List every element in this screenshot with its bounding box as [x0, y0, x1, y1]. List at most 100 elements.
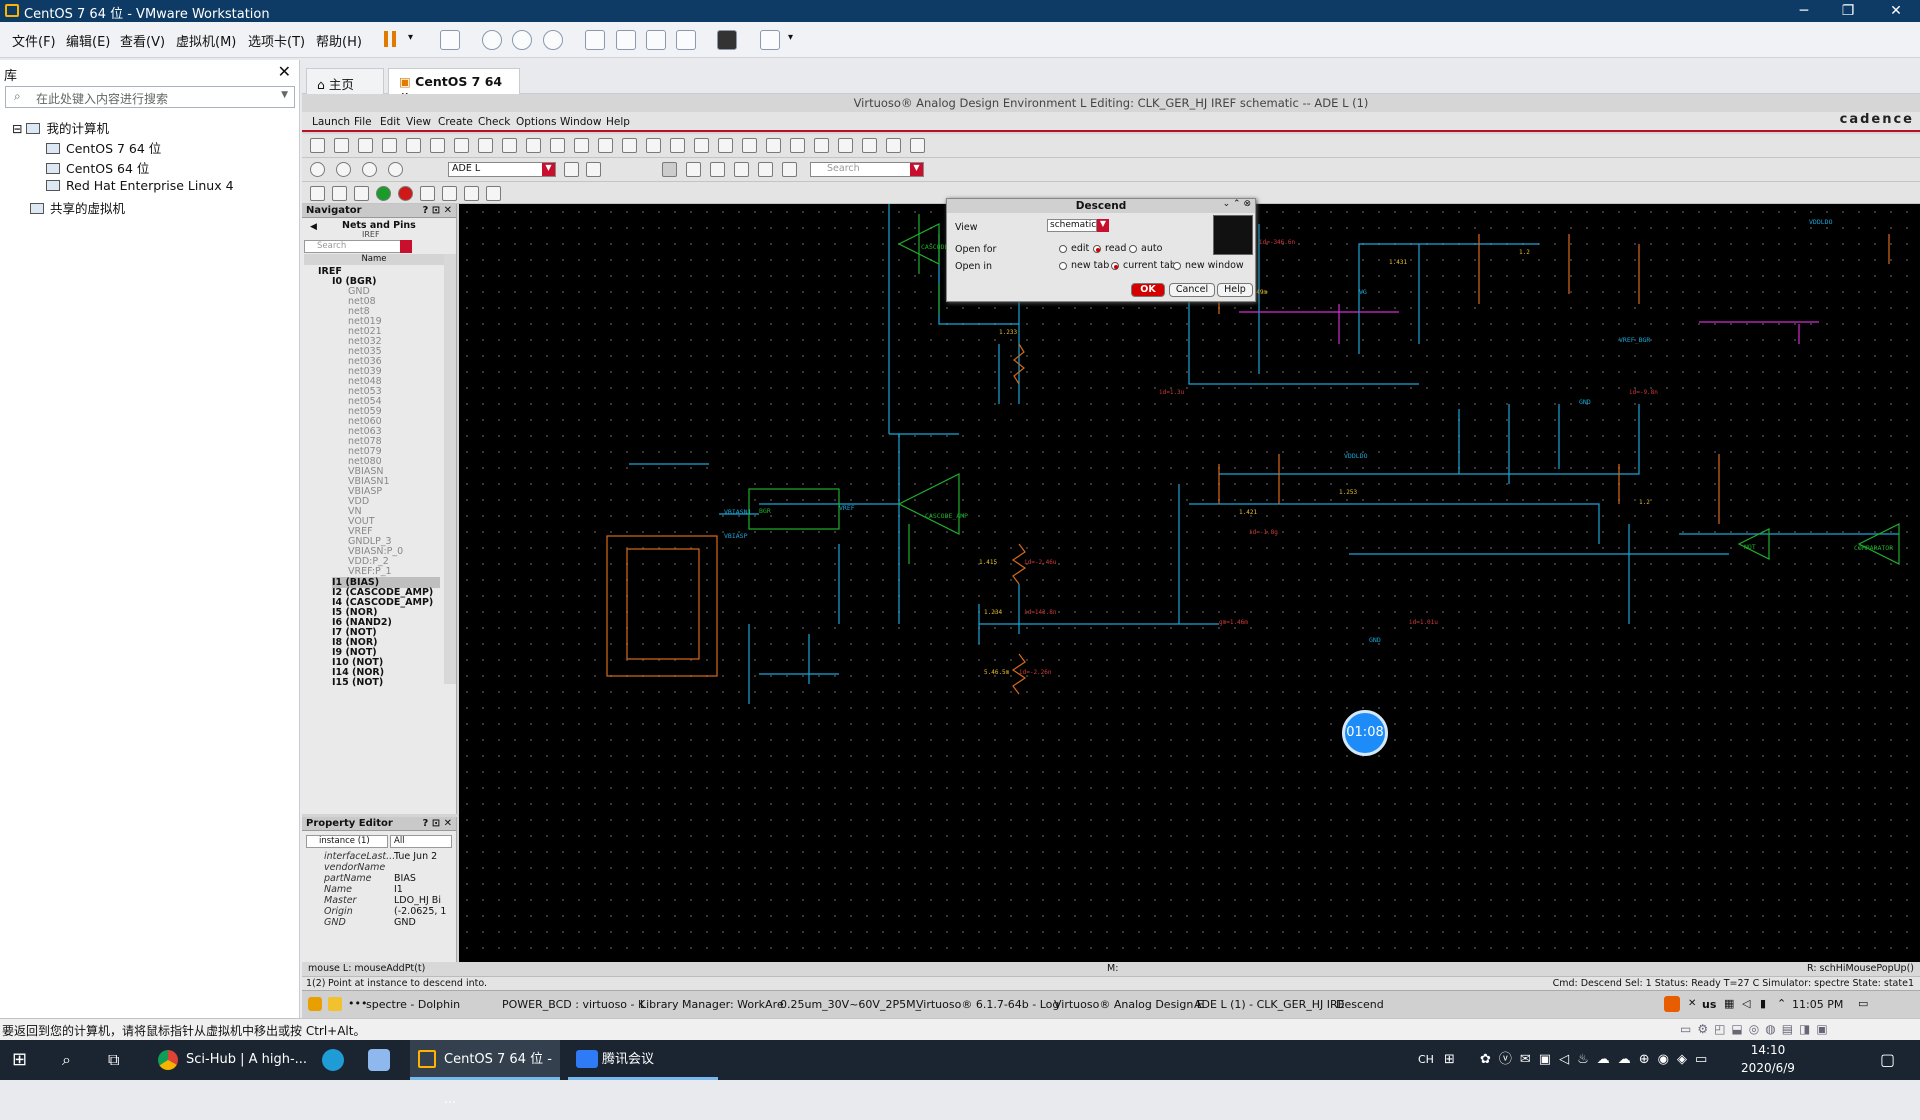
taskbar-vmware[interactable]: CentOS 7 64 位 - ...: [410, 1040, 560, 1107]
property-value[interactable]: BIAS: [394, 873, 416, 884]
select-icon[interactable]: [686, 162, 701, 177]
toolbar-tool-icon[interactable]: [526, 138, 541, 153]
navigator-instance-item[interactable]: I4 (CASCODE_AMP): [332, 597, 434, 608]
vmenu-create[interactable]: Create: [438, 116, 473, 128]
chevron-down-icon[interactable]: ▾: [788, 32, 794, 43]
recording-timer[interactable]: 01:08: [1342, 710, 1388, 756]
tab-centos7[interactable]: ▣ CentOS 7 64 位 ✕: [388, 68, 520, 107]
tray-expand-icon[interactable]: ⌃: [1777, 997, 1787, 1010]
minimize-icon[interactable]: ─: [1799, 3, 1809, 19]
property-value[interactable]: I1: [394, 884, 403, 895]
volume-icon[interactable]: ◁: [1742, 997, 1751, 1010]
stretch-icon[interactable]: [760, 30, 780, 50]
toolbar-tool-icon[interactable]: [502, 138, 517, 153]
toolbar-tool-icon[interactable]: [742, 138, 757, 153]
pause-icon[interactable]: [384, 31, 388, 47]
toolbar-tool-icon[interactable]: [598, 138, 613, 153]
vmenu-check[interactable]: Check: [478, 116, 511, 128]
navigator-net-item[interactable]: VREF:P_1: [348, 566, 392, 577]
snapshot-icon[interactable]: [482, 30, 502, 50]
tree-shared-vms[interactable]: 共享的虚拟机: [30, 198, 125, 217]
tray-icons[interactable]: ✿ⓥ✉▣◁♨☁☁⊕◉◈▭: [1480, 1052, 1716, 1067]
toolbar-tool-icon[interactable]: [838, 138, 853, 153]
navigator-net-item[interactable]: net039: [348, 366, 382, 377]
select-mode-icon[interactable]: [662, 162, 677, 177]
ade-tool-icon[interactable]: [564, 162, 579, 177]
toolbar-tool-icon[interactable]: [454, 138, 469, 153]
toolbar-tool-icon[interactable]: [670, 138, 685, 153]
back-icon[interactable]: [310, 162, 325, 177]
folder-icon[interactable]: [328, 997, 342, 1011]
navigator-net-item[interactable]: net054: [348, 396, 382, 407]
task-view-icon[interactable]: ⧉: [108, 1050, 120, 1069]
navigator-net-item[interactable]: net035: [348, 346, 382, 357]
navigator-net-item[interactable]: net036: [348, 356, 382, 367]
guest-screen[interactable]: Virtuoso® Analog Design Environment L Ed…: [302, 94, 1920, 1018]
close-icon[interactable]: ✕: [277, 62, 291, 81]
property-row[interactable]: Origin(-2.0625, 1: [306, 906, 446, 917]
radio-open-for-auto[interactable]: [1129, 245, 1137, 253]
stop-icon[interactable]: [362, 162, 377, 177]
library-view-icon[interactable]: [585, 30, 605, 50]
send-ctrl-alt-del-icon[interactable]: [440, 30, 460, 50]
toolbar-tool-icon[interactable]: [862, 138, 877, 153]
cancel-button[interactable]: Cancel: [1169, 283, 1215, 297]
restore-icon[interactable]: ❐: [1841, 3, 1855, 19]
vmenu-file[interactable]: File: [354, 116, 372, 128]
property-value[interactable]: (-2.0625, 1: [394, 906, 447, 917]
notifications-icon[interactable]: ▢: [1880, 1050, 1896, 1069]
navigator-net-item[interactable]: VOUT: [348, 516, 375, 527]
close-icon[interactable]: ? ⊡ ✕: [422, 205, 452, 216]
guest-task-item[interactable]: 0.25um_30V~60V_2P5M_: [780, 998, 922, 1011]
chevron-down-icon[interactable]: ▾: [408, 32, 414, 43]
close-icon[interactable]: ⌄ ⌃ ⊗: [1222, 199, 1251, 209]
navigator-scrollbar[interactable]: [444, 254, 456, 684]
navigator-net-item[interactable]: VN: [348, 506, 362, 517]
toolbar-tool-icon[interactable]: [310, 138, 325, 153]
toolbar-tool-icon[interactable]: [646, 138, 661, 153]
edge-icon[interactable]: [322, 1040, 344, 1080]
tray-app-icon[interactable]: [1664, 996, 1680, 1012]
tool-icon[interactable]: [486, 186, 501, 201]
property-value[interactable]: Tue Jun 2: [394, 851, 438, 862]
property-row[interactable]: interfaceLast...Tue Jun 2: [306, 851, 441, 862]
screen-icon[interactable]: ▭: [1858, 997, 1869, 1010]
toolbar-tool-icon[interactable]: [430, 138, 445, 153]
virtuoso-search-input[interactable]: Search▼: [810, 162, 924, 177]
host-clock-time[interactable]: 14:10: [1750, 1043, 1786, 1057]
navigator-net-item[interactable]: net060: [348, 416, 382, 427]
toolbar-tool-icon[interactable]: [550, 138, 565, 153]
tool-icon[interactable]: [332, 186, 347, 201]
guest-clock[interactable]: 11:05 PM: [1792, 998, 1844, 1011]
radio-open-in-current-tab[interactable]: [1111, 262, 1119, 270]
toolbar-tool-icon[interactable]: [406, 138, 421, 153]
help-button[interactable]: Help: [1217, 283, 1253, 297]
tree-my-computer[interactable]: ⊟ 我的计算机: [12, 121, 109, 136]
radio-open-in-new-window[interactable]: [1173, 262, 1181, 270]
menu-view[interactable]: 查看(V): [120, 35, 166, 50]
fullscreen-icon[interactable]: [646, 30, 666, 50]
navigator-instance-item[interactable]: I6 (NAND2): [332, 617, 392, 628]
toolbar-tool-icon[interactable]: [694, 138, 709, 153]
stop-simulation-icon[interactable]: [398, 186, 413, 201]
tool-icon[interactable]: [354, 186, 369, 201]
more-icon[interactable]: •••: [348, 997, 368, 1010]
navigator-net-item[interactable]: VBIASN:P_0: [348, 546, 404, 557]
vmenu-help[interactable]: Help: [606, 116, 630, 128]
navigator-net-item[interactable]: net08: [348, 296, 376, 307]
navigator-net-item[interactable]: VREF: [348, 526, 373, 537]
taskbar-tencent-meeting[interactable]: 腾讯会议: [568, 1040, 718, 1080]
instance-selector[interactable]: instance (1): [306, 835, 388, 848]
select-icon[interactable]: [734, 162, 749, 177]
vmenu-options[interactable]: Options: [516, 116, 557, 128]
ade-tool-icon[interactable]: [586, 162, 601, 177]
kde-menu-icon[interactable]: [308, 997, 322, 1011]
ok-button[interactable]: OK: [1131, 283, 1165, 297]
guest-task-item[interactable]: spectre - Dolphin: [366, 998, 461, 1011]
navigator-instance-item[interactable]: I2 (CASCODE_AMP): [332, 587, 434, 598]
guest-task-item[interactable]: ADE L (1) - CLK_GER_HJ IRE: [1194, 998, 1345, 1011]
tool-icon[interactable]: [782, 162, 797, 177]
